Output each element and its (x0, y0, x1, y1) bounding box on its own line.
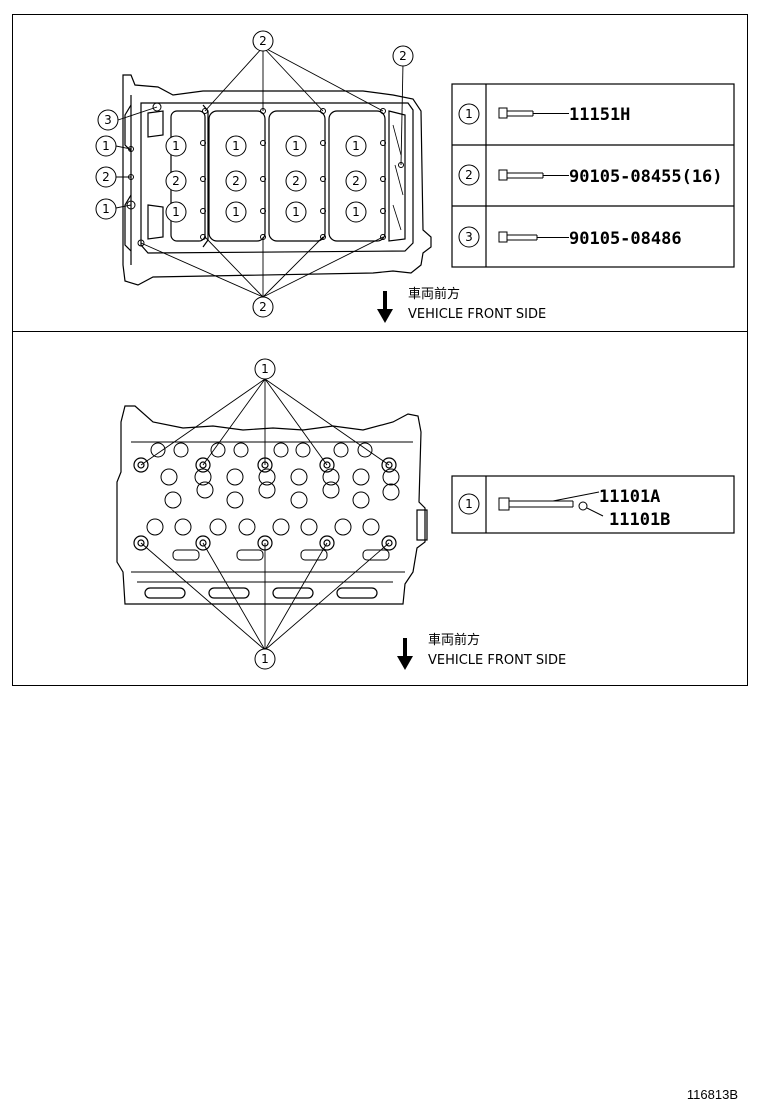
bolt-icons (498, 107, 569, 243)
callout-1-r1-d: 1 (352, 139, 360, 153)
legend-num-head-bolt: 1 (465, 497, 473, 511)
cylinder-head-diagram: 1 1 車両前方 VEHICLE FRONT SIDE 1 11101A (116, 358, 735, 670)
figure-id: 116813B (686, 1087, 738, 1102)
head-cover-inner-rim (140, 102, 414, 254)
callout-1-bottom: 1 (261, 652, 269, 666)
part-number-3: 90105-08486 (569, 229, 682, 249)
part-number-head-washer: 11101B (609, 510, 670, 530)
callout-2-r2-a: 2 (172, 174, 180, 188)
head-bolt-icon (498, 491, 604, 517)
direction-en-bottom: VEHICLE FRONT SIDE (428, 653, 566, 668)
callout-2-r2-b: 2 (232, 174, 240, 188)
direction-jp-bottom: 車両前方 (428, 632, 480, 648)
parts-legend-top: 1 2 3 11151H 90105-08455(16) 90105-08486 (451, 83, 735, 268)
callout-2-right: 2 (399, 49, 407, 63)
head-cover-diagram: 2 2 2 3 1 2 1 1 1 1 1 2 2 2 2 1 1 1 1 車両… (95, 30, 735, 323)
callout-2-r2-c: 2 (292, 174, 300, 188)
callout-1-top: 1 (261, 362, 269, 376)
callout-1-r1-a: 1 (172, 139, 180, 153)
part-number-1: 11151H (569, 105, 630, 125)
part-number-2: 90105-08455(16) (569, 167, 723, 187)
callout-2-r2-d: 2 (352, 174, 360, 188)
cylinder-head-panel: 1 1 車両前方 VEHICLE FRONT SIDE 1 11101A (12, 331, 748, 686)
callout-1-r3-d: 1 (352, 205, 360, 219)
legend-num-2: 2 (465, 168, 473, 182)
parts-legend-bottom: 1 11101A 11101B (451, 475, 735, 534)
callout-2-left: 2 (102, 170, 110, 184)
cover-cell-2 (268, 110, 326, 242)
leader-lines-bottom (140, 378, 390, 651)
callout-1-left-b: 1 (102, 202, 110, 216)
callout-1-r3-c: 1 (292, 205, 300, 219)
callout-2-bottom: 2 (259, 300, 267, 314)
part-number-head-bolt: 11101A (599, 487, 660, 507)
cylinder-head-outline (116, 405, 426, 605)
callout-2-right-circle (392, 45, 414, 67)
front-direction-arrow-top (377, 291, 393, 323)
callout-3: 3 (104, 113, 112, 127)
head-bolts (133, 457, 397, 551)
cover-cell-3 (328, 110, 386, 242)
callout-1-r3-b: 1 (232, 205, 240, 219)
callout-2-bottom-circle (252, 296, 274, 318)
callout-2-top: 2 (259, 34, 267, 48)
callout-1-r1-b: 1 (232, 139, 240, 153)
legend-num-3: 3 (465, 230, 473, 244)
callout-1-r3-a: 1 (172, 205, 180, 219)
callout-2-top-circle (252, 30, 274, 52)
port-holes (146, 442, 400, 561)
bolt-holes (126, 102, 404, 247)
callout-1-r1-c: 1 (292, 139, 300, 153)
legend-num-1: 1 (465, 107, 473, 121)
callout-1-left-a: 1 (102, 139, 110, 153)
leader-lines (115, 46, 404, 298)
head-cover-outline (122, 74, 432, 286)
front-direction-arrow-bottom (397, 638, 413, 670)
cover-cell-1 (208, 110, 266, 242)
direction-en-top: VEHICLE FRONT SIDE (408, 307, 546, 322)
cylinder-head-cover-panel: 2 2 2 3 1 2 1 1 1 1 1 2 2 2 2 1 1 1 1 車両… (12, 14, 748, 332)
direction-jp-top: 車両前方 (408, 286, 460, 302)
